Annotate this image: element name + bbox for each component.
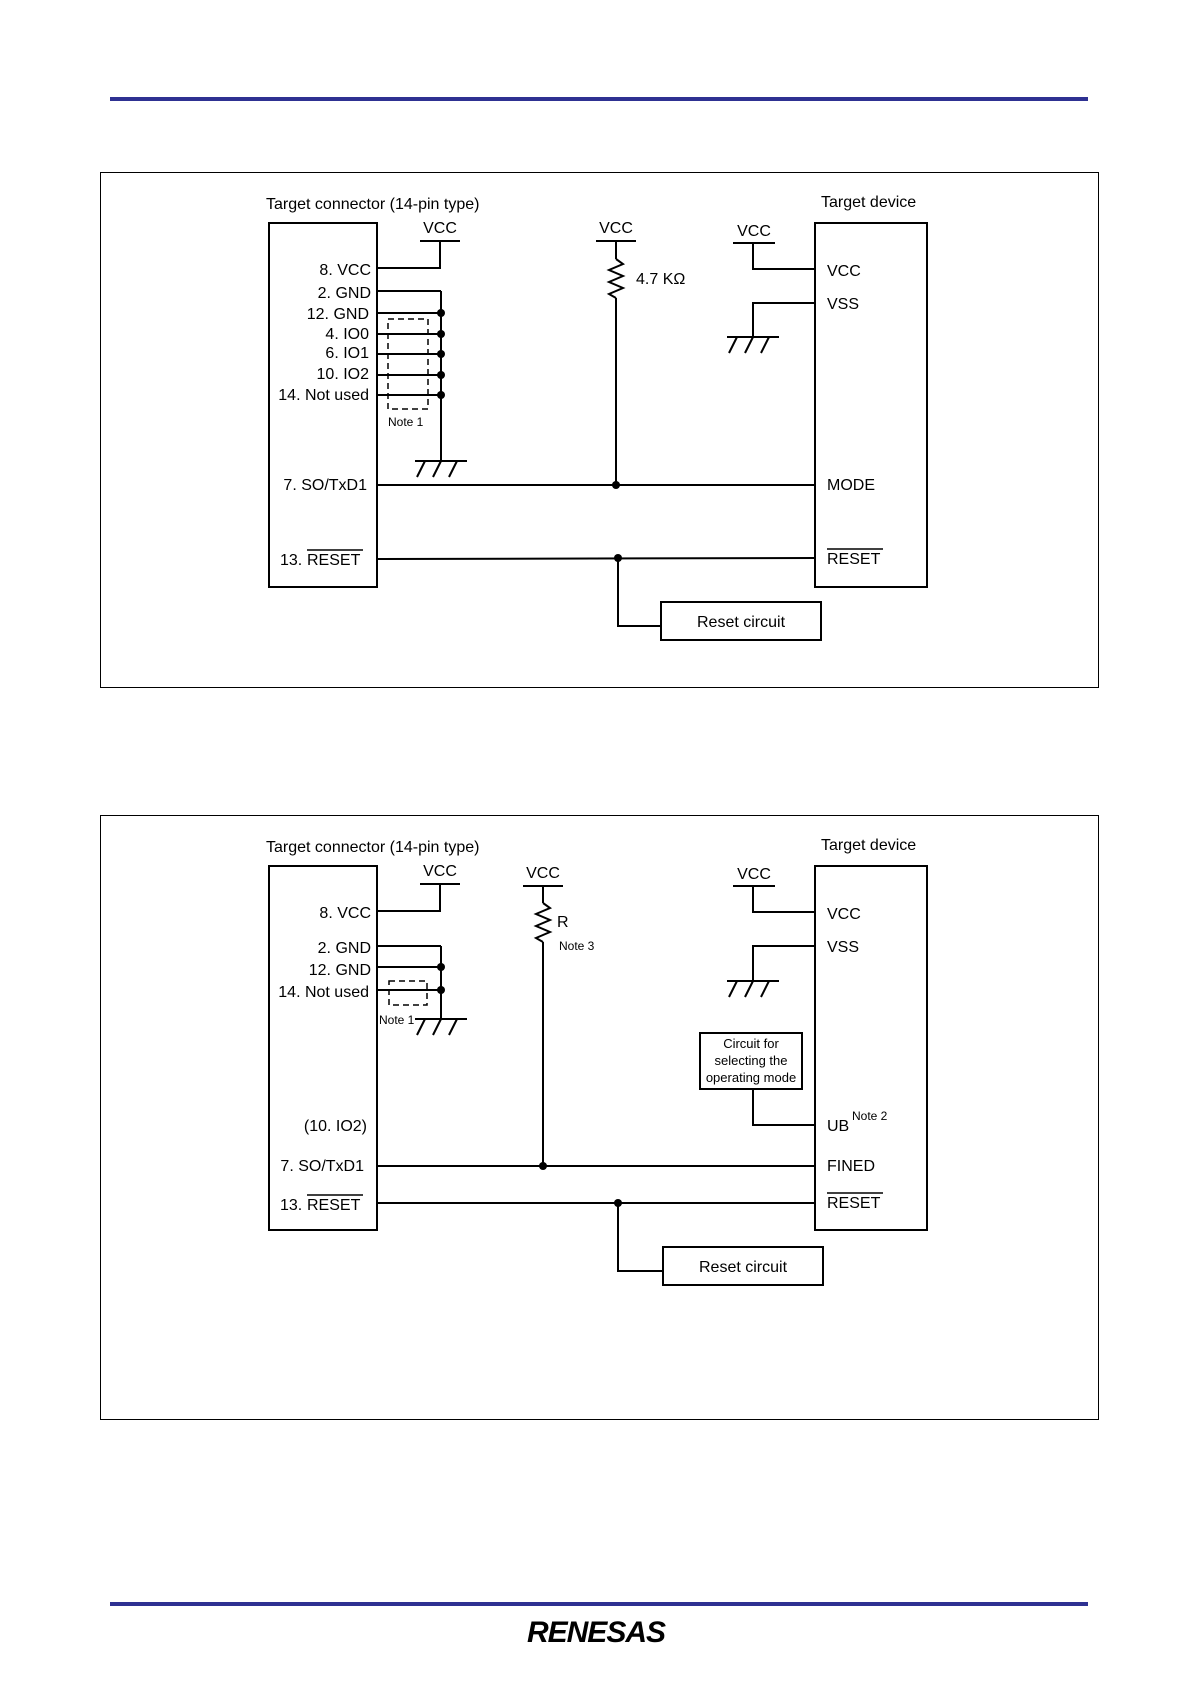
vcc-label: VCC bbox=[737, 223, 771, 240]
pin-label: 10. IO2 bbox=[317, 366, 370, 383]
pin-label: 14. Not used bbox=[278, 984, 369, 1001]
mode-circuit-label: Circuit for bbox=[723, 1036, 779, 1051]
reset-circuit-label: Reset circuit bbox=[699, 1259, 788, 1276]
pin-label: 6. IO1 bbox=[325, 345, 369, 362]
note1-dashed-box bbox=[387, 318, 429, 410]
ground-symbol bbox=[415, 1018, 467, 1036]
junction-dot bbox=[437, 309, 445, 317]
vcc-label: VCC bbox=[526, 865, 560, 882]
vcc-label: VCC bbox=[423, 220, 457, 237]
pin-label: 8. VCC bbox=[319, 262, 371, 279]
ground-symbol bbox=[727, 336, 779, 354]
device-pin-vcc: VCC bbox=[827, 263, 861, 280]
pin-label: 12. GND bbox=[307, 306, 369, 323]
junction-dot bbox=[437, 371, 445, 379]
junction-dot bbox=[437, 963, 445, 971]
pin-label-io2: (10. IO2) bbox=[304, 1118, 367, 1135]
vcc-label: VCC bbox=[599, 220, 633, 237]
resistor-symbol bbox=[533, 902, 553, 943]
note1-label: Note 1 bbox=[388, 415, 424, 429]
wire bbox=[377, 241, 441, 269]
vcc-label: VCC bbox=[423, 863, 457, 880]
device-title: Target device bbox=[821, 837, 916, 854]
pin-label: 14. Not used bbox=[278, 387, 369, 404]
device-pin-vcc: VCC bbox=[827, 906, 861, 923]
mode-circuit-label: operating mode bbox=[706, 1070, 796, 1085]
junction-dot bbox=[437, 986, 445, 994]
device-pin-ub: UB bbox=[827, 1118, 849, 1135]
note1-label: Note 1 bbox=[379, 1013, 415, 1027]
note3-label: Note 3 bbox=[559, 939, 595, 953]
pin-label-reset: RESET bbox=[307, 552, 361, 569]
wire bbox=[752, 243, 815, 270]
resistor-symbol bbox=[606, 258, 626, 299]
pin-label-reset-prefix: 13. bbox=[280, 1197, 302, 1214]
device-pin-reset: RESET bbox=[827, 1195, 881, 1212]
connector-box bbox=[268, 222, 378, 588]
junction-dot bbox=[437, 391, 445, 399]
pin-label-sotxd: 7. SO/TxD1 bbox=[280, 1158, 364, 1175]
wire bbox=[752, 945, 815, 981]
wire bbox=[617, 1203, 663, 1272]
diagram-1: Target connector (14-pin type) 8. VCC 2.… bbox=[266, 194, 928, 641]
renesas-logo: RENESAS bbox=[0, 1612, 1191, 1657]
wire bbox=[617, 558, 661, 627]
diagram-1-frame: Target connector (14-pin type) 8. VCC 2.… bbox=[100, 172, 1099, 688]
vcc-label: VCC bbox=[737, 866, 771, 883]
wire bbox=[752, 1089, 815, 1126]
wire bbox=[376, 557, 816, 560]
connector-title: Target connector (14-pin type) bbox=[266, 839, 479, 856]
junction-dot bbox=[437, 350, 445, 358]
junction-dot bbox=[612, 481, 620, 489]
device-pin-reset: RESET bbox=[827, 551, 881, 568]
pin-label: 4. IO0 bbox=[325, 326, 369, 343]
pin-label: 2. GND bbox=[318, 285, 371, 302]
wire bbox=[377, 884, 441, 912]
pin-label: 8. VCC bbox=[319, 905, 371, 922]
logo-text: RENESAS bbox=[526, 1616, 665, 1649]
mode-circuit-label: selecting the bbox=[715, 1053, 788, 1068]
footer-rule bbox=[110, 1602, 1088, 1606]
pin-label-reset: RESET bbox=[307, 1197, 361, 1214]
device-box bbox=[814, 865, 928, 1231]
junction-dot bbox=[539, 1162, 547, 1170]
pin-label: 12. GND bbox=[309, 962, 371, 979]
resistor-label: R bbox=[557, 914, 569, 931]
device-pin-vss: VSS bbox=[827, 939, 859, 956]
reset-circuit-label: Reset circuit bbox=[697, 614, 786, 631]
reset-circuit-box bbox=[662, 1246, 824, 1286]
wire bbox=[752, 886, 815, 913]
device-pin-vss: VSS bbox=[827, 296, 859, 313]
note2-label: Note 2 bbox=[852, 1109, 888, 1123]
ground-symbol bbox=[727, 980, 779, 998]
pin-label-sotxd: 7. SO/TxD1 bbox=[283, 477, 367, 494]
note1-dashed-box bbox=[388, 980, 428, 1006]
ground-symbol bbox=[415, 460, 467, 478]
reset-circuit-box bbox=[660, 601, 822, 641]
mode-circuit-box bbox=[699, 1032, 803, 1090]
device-pin-fined: FINED bbox=[827, 1158, 875, 1175]
device-box bbox=[814, 222, 928, 588]
resistor-label: 4.7 KΩ bbox=[636, 271, 685, 288]
pin-label: 2. GND bbox=[318, 940, 371, 957]
wire bbox=[752, 302, 815, 337]
pin-label-reset-prefix: 13. bbox=[280, 552, 302, 569]
junction-dot bbox=[437, 330, 445, 338]
device-pin-mode: MODE bbox=[827, 477, 875, 494]
diagram-2: Target connector (14-pin type) 8. VCC 2.… bbox=[266, 837, 928, 1286]
diagram-2-frame: Target connector (14-pin type) 8. VCC 2.… bbox=[100, 815, 1099, 1420]
device-title: Target device bbox=[821, 194, 916, 211]
header-rule bbox=[110, 97, 1088, 101]
connector-title: Target connector (14-pin type) bbox=[266, 196, 479, 213]
connector-box bbox=[268, 865, 378, 1231]
